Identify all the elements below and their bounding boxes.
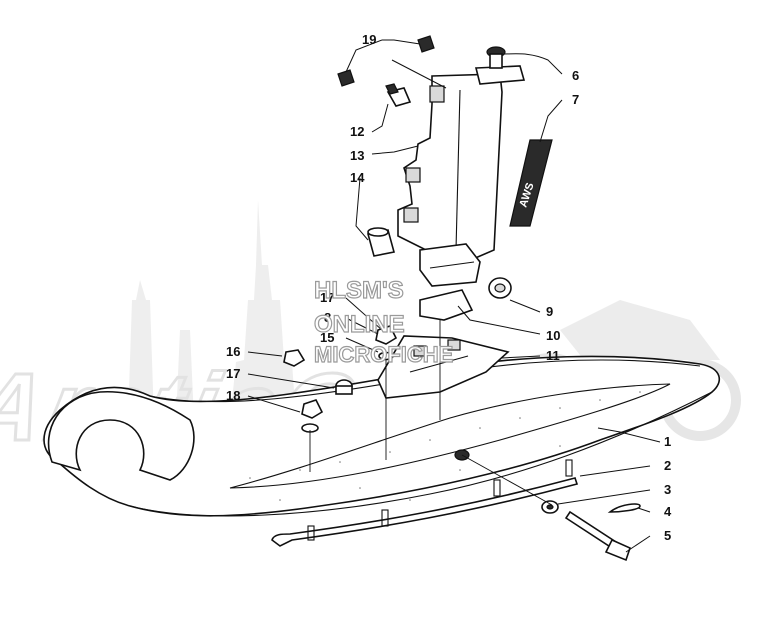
nut-16 bbox=[283, 349, 306, 367]
callout-12: 12 bbox=[350, 124, 364, 139]
bushing-short bbox=[488, 277, 512, 299]
spindle-housing bbox=[397, 73, 503, 263]
watermark-line2: ONLINE bbox=[314, 311, 405, 338]
nut-8 bbox=[375, 325, 398, 345]
spindle-cap bbox=[474, 46, 526, 85]
washer bbox=[541, 500, 559, 514]
callout-8: 8 bbox=[324, 310, 331, 325]
bushing-long bbox=[367, 227, 395, 257]
nut-18 bbox=[301, 399, 324, 419]
callout-labels: 19 6 7 12 13 14 9 17 8 15 10 11 16 17 18… bbox=[226, 32, 672, 543]
leader-lines bbox=[247, 39, 661, 553]
watermark-text: HLSM'S ONLINE MICROFICHE bbox=[313, 276, 454, 367]
ski-saddle bbox=[419, 289, 474, 321]
callout-13: 13 bbox=[350, 148, 364, 163]
assembly-guides bbox=[309, 320, 553, 506]
spacer-17 bbox=[335, 379, 353, 395]
callout-7: 7 bbox=[572, 92, 579, 107]
callout-15: 15 bbox=[320, 330, 334, 345]
watermark-line1: HLSM'S bbox=[314, 277, 404, 304]
cap-nut-lower bbox=[337, 69, 355, 87]
spindle-block bbox=[419, 243, 481, 287]
callout-17-upper: 17 bbox=[320, 290, 334, 305]
callout-18: 18 bbox=[226, 388, 240, 403]
callout-2: 2 bbox=[664, 458, 671, 473]
ski bbox=[43, 355, 721, 517]
wear-bar bbox=[271, 459, 579, 547]
callout-16: 16 bbox=[226, 344, 240, 359]
grease-fitting bbox=[385, 83, 412, 107]
watermark-line3: MICROFICHE bbox=[314, 342, 453, 367]
callout-5: 5 bbox=[664, 528, 671, 543]
callout-6: 6 bbox=[572, 68, 579, 83]
cap-nut-upper bbox=[417, 35, 435, 53]
callout-9: 9 bbox=[546, 304, 553, 319]
ski-mount bbox=[377, 335, 510, 399]
callout-11: 11 bbox=[546, 348, 560, 363]
callout-10: 10 bbox=[546, 328, 560, 343]
washer-15 bbox=[378, 351, 394, 361]
callout-17-lower: 17 bbox=[226, 366, 240, 381]
decal: AWS bbox=[509, 139, 553, 227]
callout-1: 1 bbox=[664, 434, 671, 449]
bolt bbox=[564, 510, 631, 562]
callout-14: 14 bbox=[350, 170, 365, 185]
callout-4: 4 bbox=[664, 504, 672, 519]
watermark-spire bbox=[128, 200, 296, 420]
cotter-pin bbox=[607, 503, 641, 513]
callout-19: 19 bbox=[362, 32, 376, 47]
callout-3: 3 bbox=[664, 482, 671, 497]
